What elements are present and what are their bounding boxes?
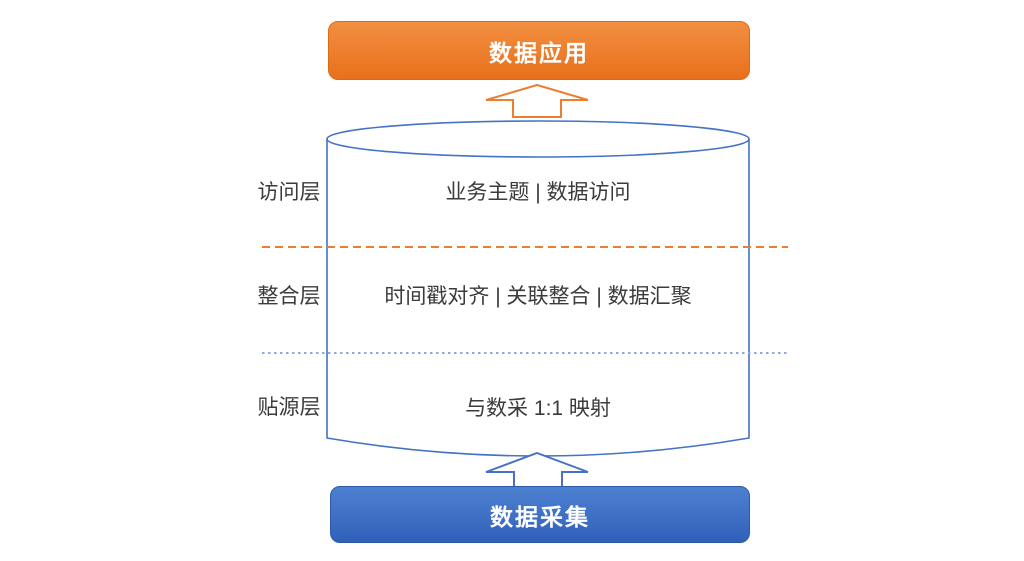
data-application-label: 数据应用 — [489, 39, 589, 66]
layer-content-integration: 时间戳对齐 | 关联整合 | 数据汇聚 — [384, 285, 692, 308]
arrow-up-bottom-icon — [485, 452, 589, 489]
divider-orange-dashed — [262, 246, 788, 248]
data-collection-box: 数据采集 — [330, 486, 750, 543]
layer-content-access: 业务主题 | 数据访问 — [445, 181, 631, 204]
layer-label-integration: 整合层 — [257, 285, 321, 308]
data-warehouse-cylinder — [326, 120, 750, 457]
divider-blue-dotted — [262, 352, 788, 354]
layer-label-access: 访问层 — [257, 181, 321, 204]
data-application-box: 数据应用 — [328, 21, 750, 80]
arrow-up-top-icon — [485, 84, 589, 118]
data-collection-label: 数据采集 — [490, 503, 590, 530]
layer-label-source: 贴源层 — [257, 396, 321, 419]
layer-content-source: 与数采 1:1 映射 — [465, 397, 611, 420]
